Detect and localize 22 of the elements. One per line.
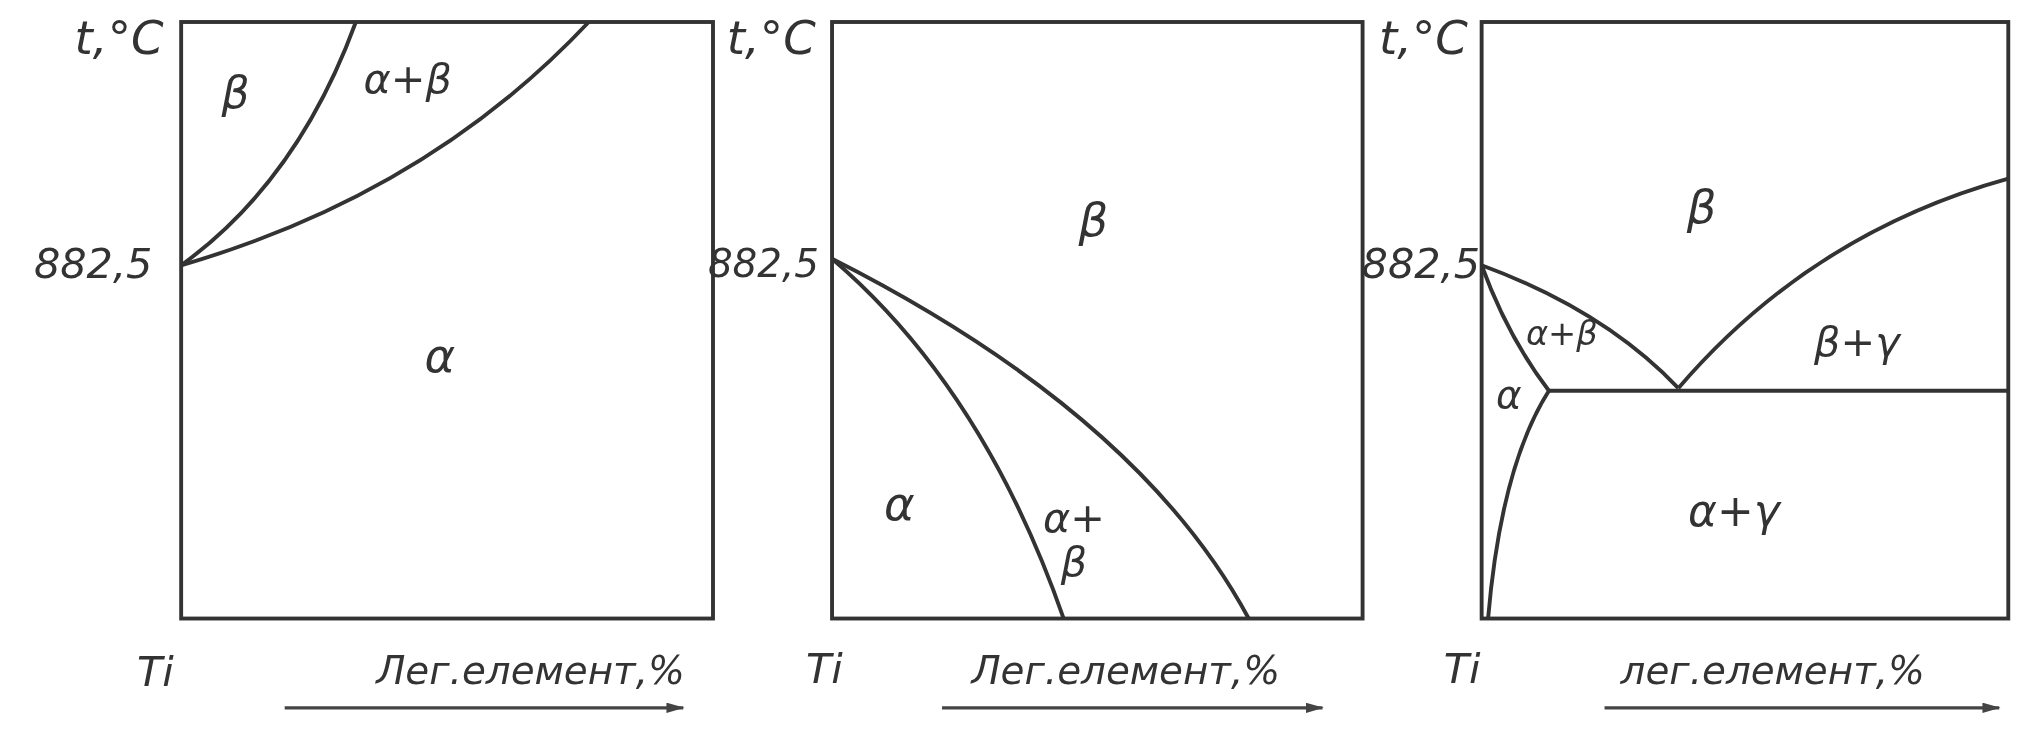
- phase-label: α: [883, 480, 915, 530]
- axis-label: t,°C: [74, 14, 164, 64]
- phase-label: β: [1686, 182, 1717, 232]
- axis-label: t,°C: [1378, 14, 1468, 64]
- axis-label: лег.елемент,%: [1620, 649, 1925, 691]
- phase-label: α+γ: [1688, 488, 1780, 535]
- axis-label: Лег.елемент,%: [971, 649, 1281, 691]
- phase-label: α+ β: [1042, 497, 1106, 585]
- axis-label: Ti: [805, 648, 843, 693]
- axis-label: t,°C: [726, 14, 816, 64]
- tick-label: 882,5: [1361, 243, 1481, 287]
- axis-label: Ti: [1443, 648, 1481, 693]
- axis-label: Лег.елемент,%: [376, 649, 685, 691]
- tick-label: 882,5: [33, 243, 153, 287]
- phase-label: β+γ: [1814, 321, 1900, 365]
- phase-label: α: [1496, 374, 1522, 416]
- axis-label: Ti: [136, 651, 174, 695]
- phase-label: β: [1078, 195, 1109, 245]
- phase-label: α+β: [1525, 316, 1598, 352]
- phase-label: β: [221, 70, 250, 117]
- phase-label: α: [424, 331, 456, 381]
- phase-label: α+β: [363, 58, 452, 102]
